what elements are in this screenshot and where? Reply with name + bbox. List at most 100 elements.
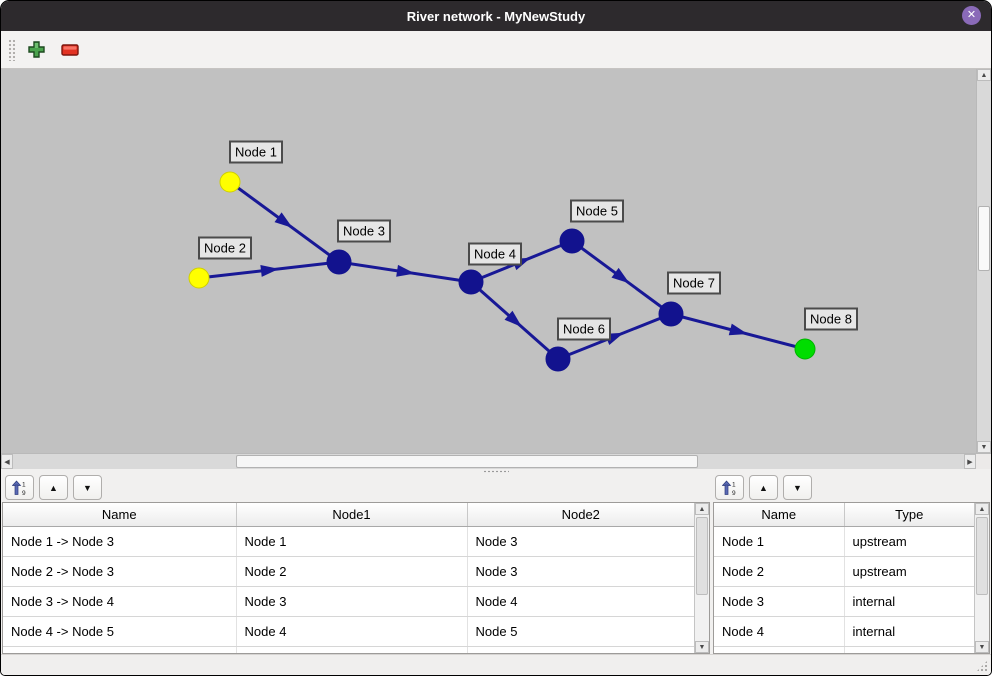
edge-arrow-icon [504, 310, 522, 328]
graph-node-node-7[interactable] [658, 301, 684, 327]
table-cell [236, 646, 468, 653]
svg-text:9: 9 [732, 490, 736, 496]
nodes-move-down-button[interactable]: ▼ [783, 475, 812, 500]
vscroll-track[interactable] [977, 81, 991, 441]
table-cell[interactable]: Node 2 -> Node 3 [3, 556, 237, 587]
nodes-scroll-thumb[interactable] [976, 517, 988, 596]
scroll-up-arrow-icon[interactable]: ▲ [975, 503, 989, 515]
table-cell[interactable]: upstream [844, 526, 974, 557]
svg-text:Node 6: Node 6 [563, 322, 605, 337]
table-row-partial [3, 646, 694, 653]
table-cell[interactable]: internal [844, 586, 974, 617]
graph-node-node-5[interactable] [559, 228, 585, 254]
node-label: Node 8 [804, 307, 858, 331]
column-header[interactable]: Node1 [236, 503, 468, 527]
scroll-down-arrow-icon[interactable]: ▼ [975, 641, 989, 653]
table-cell[interactable]: Node 5 [467, 616, 694, 647]
graph-node-node-3[interactable] [326, 249, 352, 275]
branches-move-up-button[interactable]: ▲ [39, 475, 68, 500]
canvas-vertical-scrollbar[interactable]: ▲ ▼ [976, 69, 991, 453]
table-cell[interactable]: Node 2 [236, 556, 468, 587]
graph-node-node-1[interactable] [219, 171, 241, 193]
nodes-table-scrollbar[interactable]: ▲ ▼ [974, 503, 989, 653]
table-cell[interactable]: Node 3 [236, 586, 468, 617]
table-cell[interactable]: Node 1 -> Node 3 [3, 526, 237, 557]
hscroll-track[interactable] [13, 454, 964, 469]
close-icon: ✕ [966, 9, 977, 21]
graph-node-node-8[interactable] [794, 338, 816, 360]
edge-arrow-icon [274, 212, 293, 228]
scroll-left-arrow-icon[interactable]: ◀ [1, 454, 13, 469]
svg-text:1: 1 [22, 481, 26, 488]
scroll-up-arrow-icon[interactable]: ▲ [977, 69, 991, 81]
svg-text:Node 1: Node 1 [235, 145, 277, 160]
edge-arrow-icon [611, 267, 630, 284]
close-button[interactable]: ✕ [962, 6, 981, 25]
node-label: Node 5 [570, 199, 624, 223]
hscroll-thumb[interactable] [236, 455, 698, 468]
column-header[interactable]: Node2 [467, 503, 694, 527]
add-node-button[interactable] [23, 37, 49, 63]
svg-text:9: 9 [22, 490, 26, 496]
branches-scroll-track[interactable] [695, 515, 709, 641]
node-label: Node 1 [229, 140, 283, 164]
node-label: Node 2 [198, 236, 252, 260]
vscroll-thumb[interactable] [978, 206, 990, 271]
branches-sort-button[interactable]: 1 9 [5, 475, 34, 500]
table-cell[interactable]: Node 4 [714, 616, 845, 647]
table-cell [467, 646, 694, 653]
column-header[interactable]: Name [3, 503, 237, 527]
graph-node-node-4[interactable] [458, 269, 484, 295]
table-cell[interactable]: Node 4 -> Node 5 [3, 616, 237, 647]
table-cell[interactable]: Node 4 [236, 616, 468, 647]
canvas-horizontal-scrollbar[interactable]: ◀ ▶ [1, 453, 991, 469]
nodes-move-up-button[interactable]: ▲ [749, 475, 778, 500]
table-cell[interactable]: Node 2 [714, 556, 845, 587]
toolbar-drag-handle[interactable] [8, 38, 15, 61]
nodes-sort-button[interactable]: 1 9 [715, 475, 744, 500]
table-cell[interactable]: Node 3 -> Node 4 [3, 586, 237, 617]
table-cell[interactable]: upstream [844, 556, 974, 587]
edge-arrow-icon [728, 323, 748, 336]
remove-node-button[interactable] [57, 37, 83, 63]
resize-grip-icon[interactable] [976, 660, 988, 672]
table-cell[interactable]: Node 3 [714, 586, 845, 617]
splitter-handle-icon[interactable] [483, 470, 509, 473]
table-cell[interactable]: Node 3 [467, 526, 694, 557]
table-cell[interactable]: internal [844, 616, 974, 647]
graph-node-node-2[interactable] [188, 267, 210, 289]
column-header[interactable]: Type [844, 503, 974, 527]
branches-move-down-button[interactable]: ▼ [73, 475, 102, 500]
table-cell[interactable]: Node 1 [236, 526, 468, 557]
scroll-down-arrow-icon[interactable]: ▼ [695, 641, 709, 653]
table-cell[interactable]: Node 1 [714, 526, 845, 557]
branches-scroll-thumb[interactable] [696, 517, 708, 596]
graph-node-node-6[interactable] [545, 346, 571, 372]
scroll-down-arrow-icon[interactable]: ▼ [977, 441, 991, 453]
nodes-scroll-track[interactable] [975, 515, 989, 641]
table-cell[interactable]: Node 4 [467, 586, 694, 617]
edge-arrow-icon [396, 264, 415, 277]
branches-table-scrollbar[interactable]: ▲ ▼ [694, 503, 709, 653]
branches-toolbar: 1 9 ▲ ▼ [5, 475, 102, 500]
column-header[interactable]: Name [714, 503, 845, 527]
table-cell[interactable]: Node 3 [467, 556, 694, 587]
sort-1-9-icon: 1 9 [12, 479, 26, 496]
scroll-up-arrow-icon[interactable]: ▲ [695, 503, 709, 515]
scroll-right-arrow-icon[interactable]: ▶ [964, 454, 976, 469]
pane-splitter[interactable] [1, 469, 991, 474]
